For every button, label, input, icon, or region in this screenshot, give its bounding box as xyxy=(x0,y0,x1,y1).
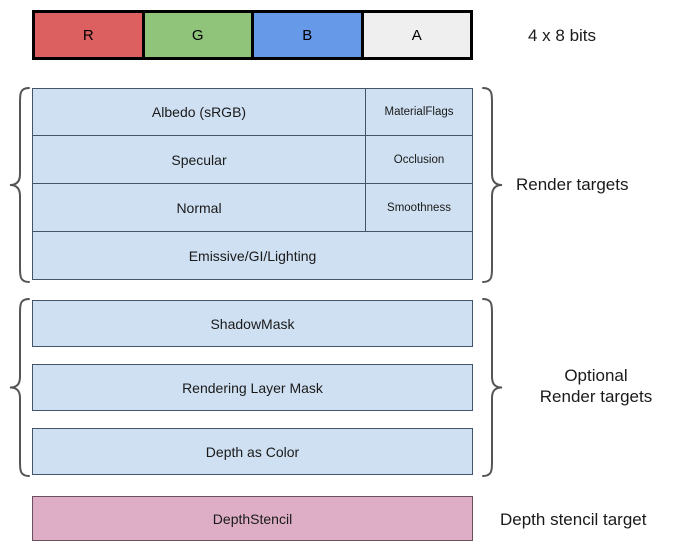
rt-row-albedo-main: Albedo (sRGB) xyxy=(32,88,366,136)
rt-row-specular-main: Specular xyxy=(32,135,366,184)
render-targets-left-brace xyxy=(8,86,32,284)
label-bit-depth: 4 x 8 bits xyxy=(528,26,597,45)
rt-row-albedo-alpha: MaterialFlags xyxy=(365,88,473,136)
label-optional-render-targets: Optional Render targets xyxy=(539,366,653,407)
channel-cell-b: B xyxy=(254,13,364,57)
optional-rt-shadowmask: ShadowMask xyxy=(32,300,473,347)
channel-cell-g: G xyxy=(144,13,254,57)
depth-stencil-box: DepthStencil xyxy=(32,496,473,541)
channel-cell-a: A xyxy=(363,13,470,57)
optional-render-targets-right-brace xyxy=(480,297,504,478)
label-depth-stencil-target: Depth stencil target xyxy=(500,510,647,529)
rgba-channel-bar: R G B A xyxy=(32,10,473,60)
rt-row-normal-alpha: Smoothness xyxy=(365,183,473,232)
rt-row-specular-alpha: Occlusion xyxy=(365,135,473,184)
rt-row-normal-main: Normal xyxy=(32,183,366,232)
optional-rt-rendering-layer-mask: Rendering Layer Mask xyxy=(32,364,473,411)
optional-rt-depth-as-color: Depth as Color xyxy=(32,428,473,475)
optional-render-targets-left-brace xyxy=(8,297,32,478)
rt-row-emissive: Emissive/GI/Lighting xyxy=(32,231,473,280)
label-render-targets: Render targets xyxy=(516,175,629,194)
channel-cell-r: R xyxy=(35,13,145,57)
render-targets-right-brace xyxy=(480,86,504,284)
